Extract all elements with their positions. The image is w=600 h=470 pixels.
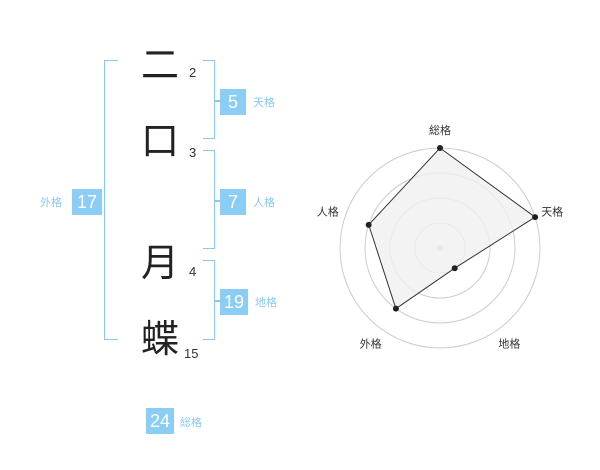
soukaku-badge: 24	[146, 408, 174, 434]
radar-axis-label-0: 総格	[429, 123, 451, 137]
stroke-count-3: 4	[189, 264, 197, 279]
radar-point-1	[532, 214, 539, 221]
chikaku-label: 地格	[255, 296, 277, 309]
tenkaku-label: 天格	[253, 96, 275, 109]
radar-axis-label-1: 天格	[541, 205, 563, 219]
radar-point-2	[451, 265, 458, 272]
gaikaku-label: 外格	[40, 196, 62, 209]
jinkaku-badge: 7	[220, 189, 246, 215]
gaikaku-bracket	[104, 60, 118, 340]
chikaku-connector	[214, 300, 221, 302]
name-char-3: 月	[140, 241, 179, 285]
name-char-4: 蝶	[140, 317, 179, 361]
radar-point-3	[392, 305, 399, 312]
radar-point-0	[437, 145, 443, 151]
name-char-2: 口	[140, 119, 179, 163]
soukaku-label: 総格	[180, 416, 202, 429]
stroke-count-4: 15	[184, 346, 199, 361]
radar-axis-label-4: 人格	[317, 205, 339, 219]
radar-axis-label-2: 地格	[498, 337, 520, 351]
radar-point-4	[365, 221, 372, 228]
jinkaku-label: 人格	[253, 196, 275, 209]
jinkaku-bracket	[203, 150, 215, 249]
jinkaku-connector	[214, 200, 221, 202]
tenkaku-bracket	[203, 60, 215, 139]
radar-points	[365, 145, 539, 312]
stroke-count-2: 3	[189, 145, 197, 160]
tenkaku-connector	[214, 100, 221, 102]
name-char-1: 二	[140, 43, 179, 87]
radar-axis-label-3: 外格	[360, 337, 382, 351]
gaikaku-badge: 17	[72, 189, 102, 215]
radar-series-area	[368, 147, 536, 310]
stroke-count-1: 2	[189, 65, 197, 80]
chikaku-badge: 19	[220, 289, 248, 315]
tenkaku-badge: 5	[220, 89, 246, 115]
